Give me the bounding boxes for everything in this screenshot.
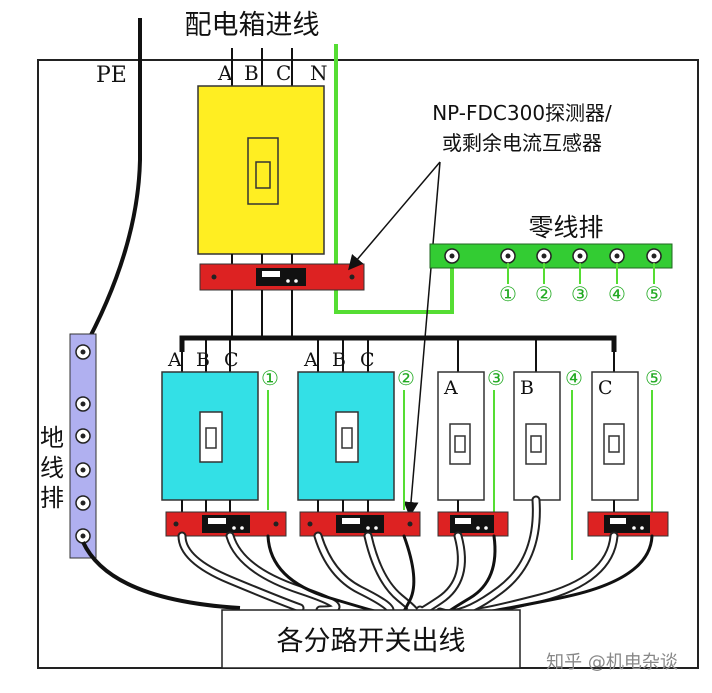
callout-arrow-main xyxy=(348,161,441,271)
watermark: 知乎 @机电杂谈 xyxy=(546,652,678,673)
neutral-number-1: ① xyxy=(499,282,517,306)
callout-arrow-branch xyxy=(403,161,441,517)
svg-text:B: B xyxy=(332,349,346,371)
neutral-number-4: ④ xyxy=(608,282,626,306)
branch-number-4: ④ xyxy=(565,366,583,390)
ground-label-char-2: 线 xyxy=(40,454,64,482)
phase-label-b: B xyxy=(244,61,259,85)
svg-text:C: C xyxy=(360,349,375,371)
branch-breaker-1: A B C ① xyxy=(161,349,287,537)
branch-number-3: ③ xyxy=(487,366,505,390)
output-label: 各分路开关出线 xyxy=(277,626,466,657)
callout-line2: 或剩余电流互感器 xyxy=(442,131,602,155)
ground-bar xyxy=(69,333,97,559)
branch-number-1: ① xyxy=(261,366,279,390)
ground-bar-label: 地 线 排 xyxy=(40,424,64,512)
branch-number-2: ② xyxy=(397,366,415,390)
distribution-bus xyxy=(179,335,617,352)
svg-text:C: C xyxy=(224,349,239,371)
svg-text:A: A xyxy=(443,377,458,399)
svg-text:A: A xyxy=(303,349,318,371)
branch-breaker-3: A ③ xyxy=(437,366,509,537)
ground-label-char-1: 地 xyxy=(40,424,64,452)
neutral-bar-label: 零线排 xyxy=(528,213,603,242)
bus-drops xyxy=(181,338,615,372)
incoming-phase-wires xyxy=(231,48,293,86)
main-detector xyxy=(199,263,365,291)
pe-label: PE xyxy=(96,63,127,88)
svg-text:B: B xyxy=(196,349,210,371)
ground-terminal-dots xyxy=(80,349,86,539)
callout-line1: NP-FDC300探测器/ xyxy=(432,101,612,125)
neutral-number-5: ⑤ xyxy=(645,282,663,306)
neutral-bar-leads xyxy=(507,263,655,284)
neutral-terminal-dots xyxy=(449,253,657,259)
svg-text:B: B xyxy=(520,377,534,399)
main-to-bus-wires xyxy=(231,290,293,338)
ground-label-char-3: 排 xyxy=(40,484,64,512)
ground-output-wire xyxy=(81,541,241,610)
branch-breaker-4: B ④ xyxy=(513,366,583,560)
phase-label-n: N xyxy=(310,61,328,85)
svg-text:C: C xyxy=(598,377,613,399)
main-breaker-outgoing-wires xyxy=(231,254,293,264)
pe-wire xyxy=(80,18,142,353)
main-breaker-handle xyxy=(255,161,271,189)
incoming-line-title: 配电箱进线 xyxy=(185,10,320,41)
incoming-phase-labels: A B C N xyxy=(217,61,328,85)
main-breaker-handle-frame xyxy=(247,137,279,205)
output-box xyxy=(221,609,521,669)
neutral-number-2: ② xyxy=(535,282,553,306)
branch-breaker-5: C ⑤ xyxy=(587,366,669,537)
branch-breaker-2: A B C ② xyxy=(297,349,421,537)
phase-label-c: C xyxy=(276,61,291,85)
neutral-wire xyxy=(334,44,454,314)
svg-text:A: A xyxy=(167,349,182,371)
neutral-number-3: ③ xyxy=(571,282,589,306)
neutral-bar-numbers: ① ② ③ ④ ⑤ xyxy=(499,282,663,306)
branch-number-5: ⑤ xyxy=(645,366,663,390)
phase-label-a: A xyxy=(217,61,233,85)
main-breaker xyxy=(197,85,325,255)
